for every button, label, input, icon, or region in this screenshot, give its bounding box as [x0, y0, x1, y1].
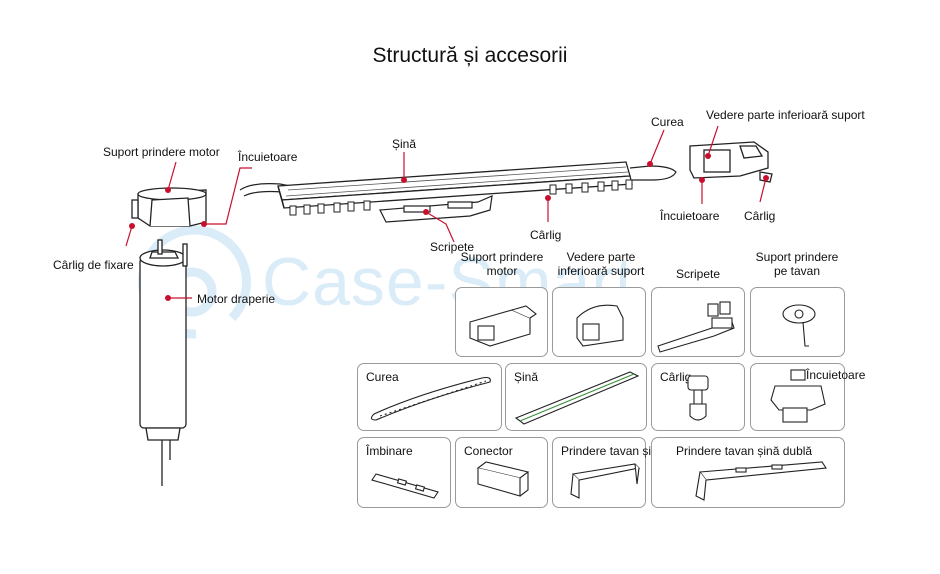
callout-dots: [129, 153, 769, 301]
accessory-connector: Conector: [455, 437, 548, 508]
ceiling-mount-icon: [570, 463, 641, 499]
curtain-motor-drawing: [139, 239, 188, 486]
acc-label-motor-bracket: Suport prindere motor: [460, 250, 544, 278]
label-underside-view: Vedere parte inferioară suport: [706, 108, 865, 122]
label-fixing-hook: Cârlig de fixare: [53, 258, 134, 272]
page-title: Structură și accesorii: [372, 44, 568, 67]
acc-label-rail: Șină: [514, 370, 539, 384]
acc-label-ceiling-rail-mount: Prindere tavan șină: [561, 444, 665, 458]
accessory-lock: [750, 363, 845, 431]
label-pulley: Scripete: [430, 240, 475, 254]
motor-bracket-drawing: [131, 187, 207, 227]
underside-view-icon: [576, 304, 624, 347]
accessory-pulley: [651, 287, 745, 357]
lock-icon: [770, 369, 826, 423]
rail-hooks-drawing: [289, 179, 633, 216]
acc-label-connector: Conector: [464, 444, 513, 458]
belt-drawing: [239, 165, 677, 197]
double-mount-icon: [695, 461, 827, 501]
joint-icon: [371, 473, 439, 499]
accessory-rail: Șină: [505, 363, 647, 431]
acc-label-pulley: Scripete: [675, 267, 721, 281]
acc-label-underside-view: Vedere parte inferioară suport: [557, 250, 645, 278]
motor-bracket-icon: [469, 305, 537, 347]
pulley-carriage-drawing: [379, 195, 493, 223]
ceiling-bracket-icon: [782, 304, 816, 347]
accessory-joint: Îmbinare: [357, 437, 451, 508]
label-rail: Șină: [392, 137, 417, 151]
acc-label-ceiling-bracket: Suport prindere pe tavan: [755, 250, 839, 278]
rail-drawing: [277, 161, 633, 209]
accessory-ceiling-double-rail-mount: Prindere tavan șină dublă: [651, 437, 845, 508]
belt-icon: [370, 376, 491, 421]
acc-label-lock: Încuietoare: [806, 368, 866, 382]
label-belt: Curea: [651, 115, 684, 129]
pulley-icon: [657, 301, 735, 353]
acc-label-double-mount: Prindere tavan șină dublă: [676, 444, 813, 458]
accessory-ceiling-rail-mount: Prindere tavan șină: [552, 437, 664, 508]
callout-leaders: [125, 125, 767, 299]
acc-label-joint: Îmbinare: [366, 444, 413, 458]
rail-icon: [514, 371, 640, 425]
accessory-underside-view: [552, 287, 646, 357]
label-lock-left: Încuietoare: [238, 150, 298, 164]
underside-bracket-drawing: [689, 141, 773, 183]
label-hook-right: Cârlig: [744, 209, 776, 223]
label-lock-right: Încuietoare: [660, 209, 720, 223]
label-hook-mid: Cârlig: [530, 228, 562, 242]
accessory-ceiling-bracket: [750, 287, 845, 357]
acc-label-belt: Curea: [366, 370, 399, 384]
label-motor-bracket: Suport prindere motor: [103, 145, 220, 159]
acc-label-hook: Cârlig: [660, 370, 692, 384]
accessory-hook: Cârlig: [651, 363, 745, 431]
connector-icon: [476, 461, 530, 497]
hook-icon: [687, 375, 709, 421]
accessory-belt: Curea: [357, 363, 502, 431]
accessory-motor-bracket: [455, 287, 548, 357]
label-curtain-motor: Motor draperie: [197, 292, 276, 306]
